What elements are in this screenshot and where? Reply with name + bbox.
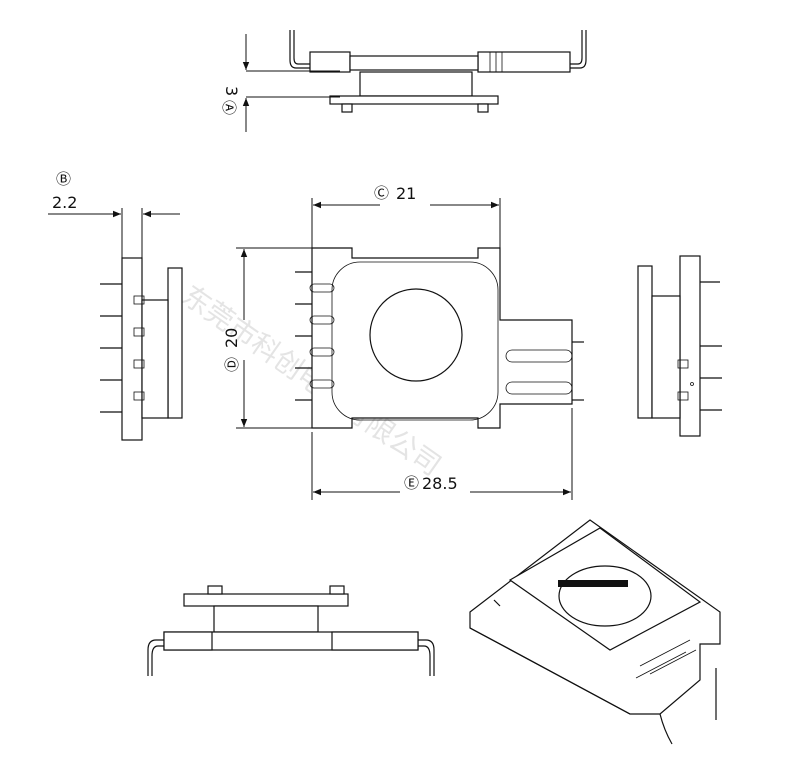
plan-view: [295, 247, 584, 429]
dimension-c-value: 21: [396, 184, 416, 203]
black-bar: [558, 580, 628, 587]
dimension-c: Ⓒ 21: [311, 184, 501, 248]
right-side-view: [637, 255, 722, 437]
dimension-d-value: 20: [222, 328, 241, 348]
dimension-b: Ⓑ 2.2: [48, 170, 180, 258]
top-elevation-view: [289, 30, 587, 113]
dimension-a-marker: Ⓐ: [220, 100, 238, 115]
dimension-e: Ⓔ 28.5: [311, 408, 573, 500]
isometric-view: [469, 519, 721, 745]
dimension-a-value: 3: [222, 86, 241, 96]
dimension-d: 20 Ⓓ: [222, 247, 312, 429]
dimension-c-marker: Ⓒ: [374, 184, 389, 202]
dimension-e-value: 28.5: [422, 474, 458, 493]
dimension-d-marker: Ⓓ: [223, 357, 241, 372]
dimension-e-marker: Ⓔ: [404, 474, 419, 492]
bottom-elevation-view: [147, 585, 435, 676]
dimension-b-marker: Ⓑ: [56, 170, 71, 188]
left-side-view: [100, 257, 183, 441]
dimension-a: 3 Ⓐ: [220, 34, 340, 132]
dimension-b-value: 2.2: [52, 193, 77, 212]
